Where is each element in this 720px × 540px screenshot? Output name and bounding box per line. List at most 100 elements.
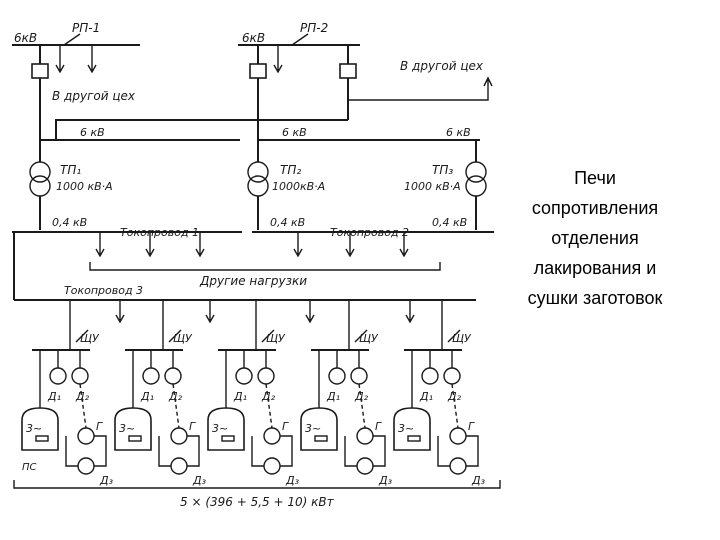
motor-d1 bbox=[49, 367, 67, 385]
rp2-label: РП-2 bbox=[300, 21, 328, 35]
drive-circuit bbox=[158, 435, 200, 467]
d2-label: Д₂ bbox=[261, 390, 276, 403]
motor-d3 bbox=[356, 457, 374, 475]
generator-label: Г bbox=[282, 420, 289, 433]
d3-label: Д₃ bbox=[471, 474, 486, 487]
furnace-motor-label: 3~ bbox=[212, 422, 228, 435]
rp1-arrow-2 bbox=[87, 62, 97, 74]
rp1-label: РП-1 bbox=[72, 21, 100, 35]
diagram-caption: Печи сопротивления отделения лакирования… bbox=[505, 163, 685, 313]
motor-d2 bbox=[71, 367, 89, 385]
furnace bbox=[114, 407, 152, 451]
rp2-breaker-2 bbox=[339, 63, 357, 79]
motor-d2 bbox=[257, 367, 275, 385]
drive-link bbox=[79, 383, 87, 429]
shchu-label: ЩУ bbox=[173, 332, 193, 345]
tp1-power-label: 1000 кВ·А bbox=[56, 180, 113, 193]
generator bbox=[449, 427, 467, 445]
generator-label: Г bbox=[189, 420, 196, 433]
d1-label: Д₁ bbox=[419, 390, 433, 403]
furnace bbox=[393, 407, 431, 451]
other-load-arrows bbox=[95, 232, 409, 258]
kv04-label-3: 0,4 кВ bbox=[432, 216, 467, 229]
motor-d2 bbox=[164, 367, 182, 385]
total-power-label: 5 × (396 + 5,5 + 10) кВт bbox=[180, 495, 335, 509]
drive-link bbox=[172, 383, 180, 429]
transformer-tp2 bbox=[247, 140, 269, 230]
drive-circuit bbox=[344, 435, 386, 467]
shchu-switch bbox=[261, 329, 275, 343]
furnace-motor-label: 3~ bbox=[26, 422, 42, 435]
caption-line: отделения bbox=[551, 228, 639, 248]
generator bbox=[170, 427, 188, 445]
tp3-label: ТП₃ bbox=[432, 163, 453, 177]
hv-tie bbox=[55, 119, 348, 140]
shchu-label: ЩУ bbox=[359, 332, 379, 345]
shchu-label: ЩУ bbox=[452, 332, 472, 345]
other-loads-brace bbox=[89, 262, 441, 271]
motor-d1 bbox=[235, 367, 253, 385]
heater-element bbox=[128, 435, 142, 442]
d2-label: Д₂ bbox=[447, 390, 462, 403]
d2-label: Д₂ bbox=[354, 390, 369, 403]
kv6-bus-label-3: 6 кВ bbox=[446, 126, 471, 139]
generator-label: Г bbox=[96, 420, 103, 433]
tp1-label: ТП₁ bbox=[60, 163, 81, 177]
shchu-switch bbox=[75, 329, 89, 343]
furnace-motor-label: 3~ bbox=[305, 422, 321, 435]
rp2-arrow bbox=[273, 45, 283, 74]
kv6-label-mid: 6кВ bbox=[242, 31, 265, 45]
transformer-tp1 bbox=[29, 140, 51, 230]
heater-element bbox=[407, 435, 421, 442]
rp1-switch bbox=[63, 33, 81, 46]
heater-element bbox=[314, 435, 328, 442]
other-shop-up-arrow bbox=[348, 76, 493, 101]
busway-3-arrows bbox=[115, 300, 415, 324]
d2-label: Д₂ bbox=[168, 390, 183, 403]
shchu-switch bbox=[168, 329, 182, 343]
d1-label: Д₁ bbox=[326, 390, 340, 403]
furnace bbox=[21, 407, 59, 451]
generator-label: Г bbox=[468, 420, 475, 433]
drive-circuit bbox=[65, 435, 107, 467]
drive-link bbox=[265, 383, 273, 429]
shchu-label: ЩУ bbox=[80, 332, 100, 345]
d1-label: Д₁ bbox=[140, 390, 154, 403]
d3-label: Д₃ bbox=[285, 474, 300, 487]
furnace-motor-label: 3~ bbox=[119, 422, 135, 435]
motor-d1 bbox=[421, 367, 439, 385]
d2-label: Д₂ bbox=[75, 390, 90, 403]
rp1-arrow bbox=[55, 45, 65, 74]
rp2-switch bbox=[291, 33, 309, 46]
caption-line: сушки заготовок bbox=[527, 288, 663, 308]
generator bbox=[263, 427, 281, 445]
other-shop-label-1: В другой цех bbox=[52, 89, 136, 103]
drive-circuit bbox=[437, 435, 479, 467]
furnace bbox=[300, 407, 338, 451]
drive-circuit bbox=[251, 435, 293, 467]
heater-element bbox=[221, 435, 235, 442]
kv6-bus-label-1: 6 кВ bbox=[80, 126, 105, 139]
shchu-switch bbox=[447, 329, 461, 343]
furnace-motor-label: 3~ bbox=[398, 422, 414, 435]
kv6-label-left: 6кВ bbox=[14, 31, 37, 45]
motor-d3 bbox=[77, 457, 95, 475]
kv04-label-1: 0,4 кВ bbox=[52, 216, 87, 229]
d3-label: Д₃ bbox=[378, 474, 393, 487]
electrical-supply-diagram: 6кВ РП-1 6кВ РП-2 В другой цех В другой … bbox=[12, 21, 501, 509]
tp2-power-label: 1000кВ·А bbox=[272, 180, 325, 193]
kv6-bus-label-2: 6 кВ bbox=[282, 126, 307, 139]
rp1-breaker bbox=[31, 63, 49, 79]
caption-line: сопротивления bbox=[531, 198, 659, 218]
shchu-switch bbox=[354, 329, 368, 343]
caption-line: лакирования и bbox=[533, 258, 657, 278]
busway-3-label: Токопровод 3 bbox=[64, 284, 143, 297]
shchu-label: ЩУ bbox=[266, 332, 286, 345]
d3-label: Д₃ bbox=[99, 474, 114, 487]
motor-d3 bbox=[263, 457, 281, 475]
d1-label: Д₁ bbox=[47, 390, 61, 403]
ps-label: ПС bbox=[22, 462, 37, 473]
furnace-units: ЩУ Д₁ Д₂ 3~ Г Д₃ ЩУ Д₁ Д₂ 3~ Г Д₃ ЩУ Д₁ Д₂ 3~ Г Д₃ ЩУ Д₁ Д₂ 3… bbox=[21, 300, 486, 487]
d3-label: Д₃ bbox=[192, 474, 207, 487]
other-shop-label-2: В другой цех bbox=[400, 59, 484, 73]
